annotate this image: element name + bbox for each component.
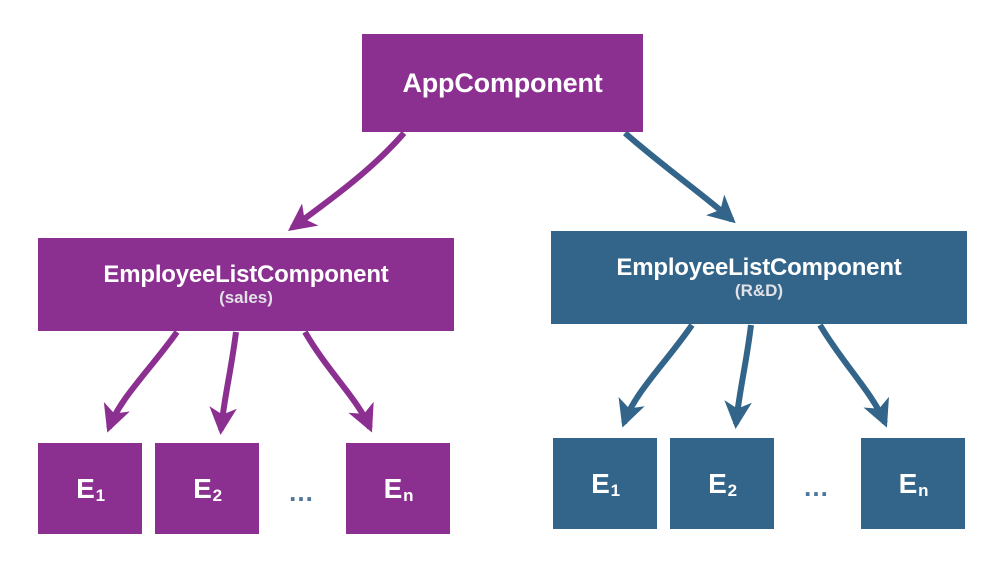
node-employee-sales-1-subscript: 1 (95, 485, 105, 505)
node-employee-sales-n-subscript: n (403, 485, 414, 505)
edge-sales-to-e1 (103, 330, 180, 433)
node-employee-sales-n-base: E (383, 472, 403, 504)
node-employee-rnd-2-subscript: 2 (727, 480, 737, 500)
edge-sales-to-en (302, 330, 374, 433)
ellipsis-rnd: … (803, 472, 831, 502)
node-app-component-label: AppComponent (402, 67, 603, 98)
node-employee-list-component-sales-title: EmployeeListComponent (103, 260, 389, 288)
edge-rnd-to-en (817, 323, 889, 428)
node-employee-sales-1-base: E (76, 472, 95, 504)
node-employee-rnd-n-subscript: n (918, 480, 929, 500)
edge-rnd-to-e2 (724, 324, 754, 429)
edge-app-to-rnd (623, 130, 736, 224)
node-employee-list-component-sales[interactable]: EmployeeListComponent (sales) (38, 238, 454, 331)
node-employee-list-component-rnd-title: EmployeeListComponent (616, 253, 902, 281)
node-employee-sales-2-base: E (193, 472, 212, 504)
edge-rnd-to-e1 (618, 323, 695, 428)
node-employee-list-component-rnd[interactable]: EmployeeListComponent (R&D) (551, 231, 967, 324)
node-app-component[interactable]: AppComponent (362, 34, 643, 132)
node-employee-rnd-1-subscript: 1 (610, 480, 620, 500)
edge-sales-to-e2 (209, 331, 239, 435)
node-employee-list-component-rnd-subtitle: (R&D) (734, 280, 784, 300)
edge-app-to-sales (288, 131, 407, 231)
node-employee-sales-2-subscript: 2 (212, 485, 222, 505)
ellipsis-sales: … (288, 477, 316, 507)
node-employee-rnd-n-base: E (898, 467, 918, 499)
node-employee-rnd-2-base: E (708, 467, 727, 499)
node-employee-list-component-sales-subtitle: (sales) (219, 287, 273, 307)
node-employee-rnd-1-base: E (591, 467, 610, 499)
